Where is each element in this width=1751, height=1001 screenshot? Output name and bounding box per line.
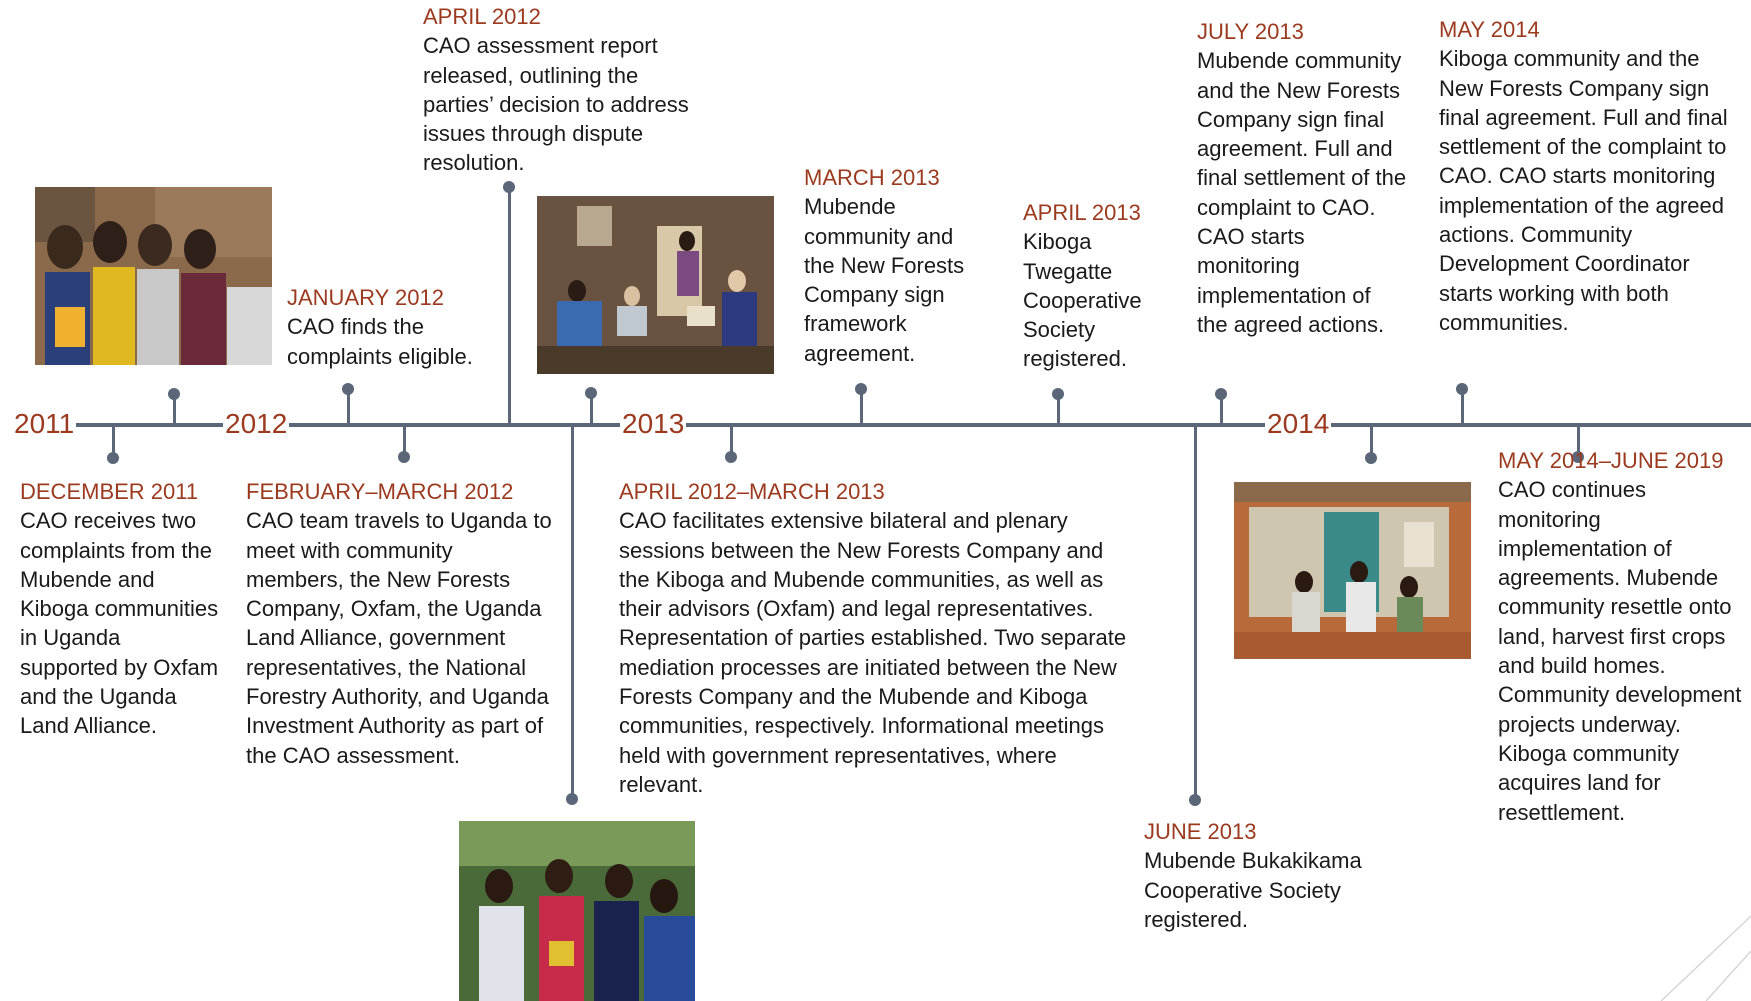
connector-dot — [725, 451, 737, 463]
connector-dot — [107, 452, 119, 464]
building-visit-photo — [1234, 482, 1471, 659]
connector-dot — [168, 388, 180, 400]
event-apr-2013: APRIL 2013 Kiboga Twegatte Cooperative S… — [1023, 198, 1173, 374]
connector — [1370, 426, 1373, 458]
event-apr-2012-mar-2013: APRIL 2012–MARCH 2013 CAO facilitates ex… — [619, 477, 1139, 799]
connector-dot — [503, 181, 515, 193]
connector — [1461, 388, 1464, 424]
event-dec-2011: DECEMBER 2011 CAO receives two complaint… — [20, 477, 220, 741]
connector — [571, 426, 574, 798]
event-date: JANUARY 2012 — [287, 285, 444, 310]
event-may-2014-jun-2019: MAY 2014–JUNE 2019 CAO continues monitor… — [1498, 446, 1746, 827]
connector-dot — [1456, 383, 1468, 395]
group-meeting-photo — [459, 821, 695, 1001]
event-date: JULY 2013 — [1197, 19, 1304, 44]
year-label-2011: 2011 — [12, 407, 77, 441]
connector-dot — [1215, 388, 1227, 400]
year-label-2014: 2014 — [1265, 407, 1332, 441]
event-jan-2012: JANUARY 2012 CAO finds the complaints el… — [287, 283, 497, 371]
connector-dot — [1189, 794, 1201, 806]
event-date: APRIL 2012–MARCH 2013 — [619, 479, 885, 504]
connector — [112, 426, 115, 458]
connector — [860, 388, 863, 424]
connector — [508, 186, 511, 424]
event-may-2014: MAY 2014 Kiboga community and the New Fo… — [1439, 15, 1739, 337]
connector — [347, 388, 350, 424]
connector — [173, 393, 176, 424]
connector — [590, 392, 593, 424]
connector-dot — [1365, 452, 1377, 464]
event-description: CAO receives two complaints from the Mub… — [20, 508, 219, 739]
connector-dot — [398, 451, 410, 463]
event-date: FEBRUARY–MARCH 2012 — [246, 479, 514, 504]
corner-decoration — [1660, 915, 1751, 1001]
connector-dot — [585, 387, 597, 399]
event-description: Kiboga community and the New Forests Com… — [1439, 46, 1728, 335]
event-description: CAO continues monitoring implementation … — [1498, 477, 1742, 825]
indoor-meeting-photo — [537, 196, 774, 374]
event-jun-2013: JUNE 2013 Mubende Bukakikama Cooperative… — [1144, 817, 1404, 934]
connector — [730, 426, 733, 457]
event-mar-2013: MARCH 2013 Mubende community and the New… — [804, 163, 989, 368]
year-label-2013: 2013 — [620, 407, 687, 441]
connector-dot — [1052, 388, 1064, 400]
event-date: DECEMBER 2011 — [20, 479, 199, 504]
connector-dot — [342, 383, 354, 395]
connector — [1220, 393, 1223, 424]
event-description: CAO finds the complaints eligible. — [287, 314, 473, 369]
event-description: CAO assessment report released, outlinin… — [423, 33, 689, 176]
connector — [1194, 426, 1197, 799]
year-label-2012: 2012 — [223, 407, 290, 441]
connector — [1577, 426, 1580, 457]
event-jul-2013: JULY 2013 Mubende community and the New … — [1197, 17, 1407, 339]
connector-dot — [855, 383, 867, 395]
event-description: Kiboga Twegatte Cooperative Society regi… — [1023, 229, 1142, 372]
connector — [403, 426, 406, 457]
event-date: MAY 2014 — [1439, 17, 1540, 42]
event-description: Mubende community and the New Forests Co… — [804, 194, 965, 366]
event-description: CAO team travels to Uganda to meet with … — [246, 508, 552, 768]
event-date: APRIL 2012 — [423, 4, 541, 29]
event-feb-mar-2012: FEBRUARY–MARCH 2012 CAO team travels to … — [246, 477, 556, 770]
event-date: MARCH 2013 — [804, 165, 940, 190]
event-date: JUNE 2013 — [1144, 819, 1257, 844]
timeline-axis — [70, 423, 1751, 427]
event-description: Mubende Bukakikama Cooperative Society r… — [1144, 848, 1362, 932]
event-apr-2012: APRIL 2012 CAO assessment report release… — [423, 2, 698, 178]
connector-dot — [1572, 451, 1584, 463]
connector-dot — [566, 793, 578, 805]
event-description: Mubende community and the New Forests Co… — [1197, 48, 1407, 337]
community-gathering-photo — [35, 187, 272, 365]
event-description: CAO facilitates extensive bilateral and … — [619, 508, 1127, 797]
connector — [1057, 393, 1060, 424]
event-date: APRIL 2013 — [1023, 200, 1141, 225]
event-date: MAY 2014–JUNE 2019 — [1498, 448, 1724, 473]
